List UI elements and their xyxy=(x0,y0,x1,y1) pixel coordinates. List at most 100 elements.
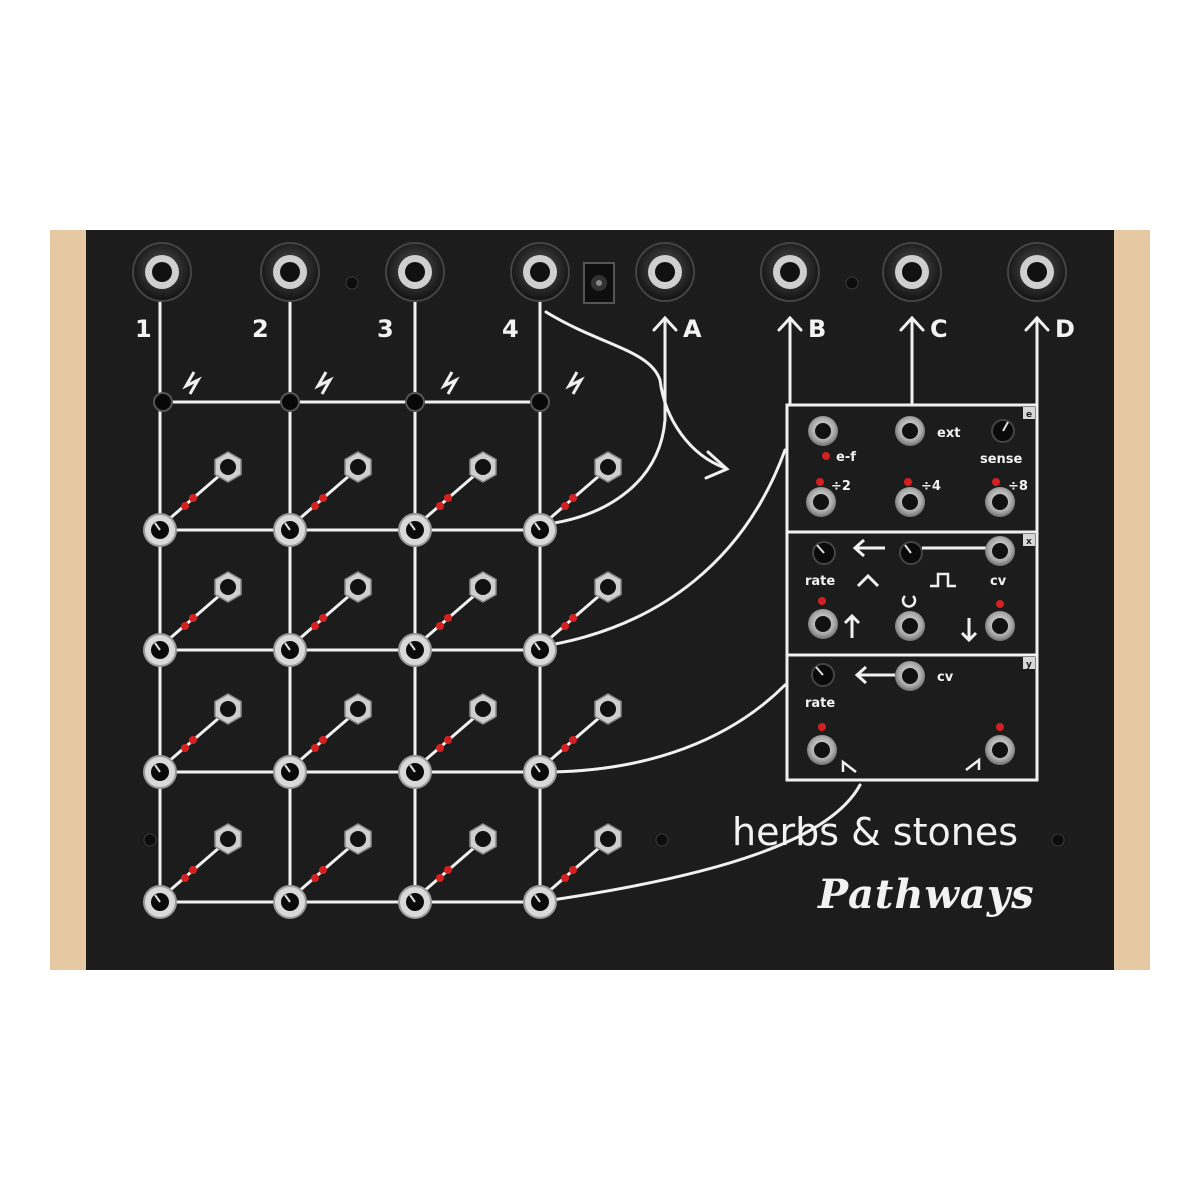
wood-cheek-left xyxy=(50,230,90,970)
div8-jack[interactable] xyxy=(985,487,1015,517)
input-jack-1[interactable] xyxy=(132,242,192,302)
y-cv-jack[interactable] xyxy=(895,661,925,691)
section-y-box xyxy=(785,653,1039,782)
x-rate-knob[interactable] xyxy=(812,541,836,565)
output-label-d: D xyxy=(1055,315,1075,343)
bolt-icon xyxy=(565,371,585,395)
matrix-attenuator-knob[interactable] xyxy=(273,513,307,547)
matrix-cv-jack[interactable] xyxy=(594,451,622,483)
div4-label: ÷4 xyxy=(921,479,941,494)
matrix-led xyxy=(444,494,452,502)
matrix-cell-r1-c3 xyxy=(398,451,497,547)
bolt-icon xyxy=(440,371,460,395)
matrix-attenuator-knob[interactable] xyxy=(523,513,557,547)
output-jack-d[interactable] xyxy=(1007,242,1067,302)
matrix-attenuator-knob[interactable] xyxy=(143,755,177,789)
matrix-led xyxy=(444,866,452,874)
matrix-led xyxy=(189,614,197,622)
matrix-attenuator-knob[interactable] xyxy=(143,633,177,667)
input-jack-4[interactable] xyxy=(510,242,570,302)
matrix-cv-jack[interactable] xyxy=(344,823,372,855)
power-jack[interactable] xyxy=(583,262,615,304)
matrix-cv-jack[interactable] xyxy=(469,693,497,725)
y-rise-jack[interactable] xyxy=(807,735,837,765)
bolt-icon xyxy=(182,371,202,395)
ef-led xyxy=(822,452,830,460)
x-cv-jack[interactable] xyxy=(985,536,1015,566)
matrix-cv-jack[interactable] xyxy=(214,693,242,725)
matrix-attenuator-knob[interactable] xyxy=(523,885,557,919)
matrix-cv-jack[interactable] xyxy=(594,693,622,725)
rise-envelope-icon xyxy=(841,759,857,773)
matrix-cell-r1-c1 xyxy=(143,451,242,547)
matrix-led xyxy=(181,622,189,630)
matrix-attenuator-knob[interactable] xyxy=(273,633,307,667)
output-jack-a[interactable] xyxy=(635,242,695,302)
section-y-tag-text: y xyxy=(1026,660,1032,670)
sense-knob[interactable] xyxy=(991,419,1015,443)
x-cycle-jack[interactable] xyxy=(895,611,925,641)
matrix-cv-jack[interactable] xyxy=(469,571,497,603)
y-fall-led xyxy=(996,723,1004,731)
matrix-attenuator-knob[interactable] xyxy=(523,755,557,789)
y-rise-led xyxy=(818,723,826,731)
x-rate-label: rate xyxy=(805,574,835,589)
matrix-led xyxy=(561,744,569,752)
matrix-cv-jack[interactable] xyxy=(469,823,497,855)
x-cv-label: cv xyxy=(990,574,1007,589)
panel-screw xyxy=(1051,833,1065,847)
input-jack-3[interactable] xyxy=(385,242,445,302)
matrix-cv-jack[interactable] xyxy=(214,451,242,483)
left-arrow-icon xyxy=(854,665,895,685)
x-up-jack[interactable] xyxy=(808,609,838,639)
y-rate-knob[interactable] xyxy=(811,663,835,687)
input-label-2: 2 xyxy=(252,315,269,343)
matrix-attenuator-knob[interactable] xyxy=(398,755,432,789)
matrix-attenuator-knob[interactable] xyxy=(398,513,432,547)
matrix-cell-r4-c3 xyxy=(398,823,497,919)
matrix-cv-jack[interactable] xyxy=(214,571,242,603)
matrix-attenuator-knob[interactable] xyxy=(143,513,177,547)
y-fall-jack[interactable] xyxy=(985,735,1015,765)
section-e-in-jack[interactable] xyxy=(808,416,838,446)
div4-led xyxy=(904,478,912,486)
bus-button-3[interactable] xyxy=(405,392,425,412)
matrix-cv-jack[interactable] xyxy=(344,451,372,483)
div2-jack[interactable] xyxy=(806,487,836,517)
matrix-attenuator-knob[interactable] xyxy=(273,885,307,919)
x-shape-knob[interactable] xyxy=(899,541,923,565)
matrix-attenuator-knob[interactable] xyxy=(523,633,557,667)
output-jack-b[interactable] xyxy=(760,242,820,302)
bus-button-4[interactable] xyxy=(530,392,550,412)
bus-button-1[interactable] xyxy=(153,392,173,412)
div4-jack[interactable] xyxy=(895,487,925,517)
matrix-led xyxy=(319,736,327,744)
panel-screw xyxy=(845,276,859,290)
matrix-attenuator-knob[interactable] xyxy=(398,633,432,667)
matrix-cv-jack[interactable] xyxy=(469,451,497,483)
ext-label: ext xyxy=(937,426,960,441)
section-e-tag xyxy=(1023,407,1035,419)
matrix-led xyxy=(311,502,319,510)
matrix-attenuator-knob[interactable] xyxy=(273,755,307,789)
section-e-ext-jack[interactable] xyxy=(895,416,925,446)
matrix-attenuator-knob[interactable] xyxy=(398,885,432,919)
matrix-cv-jack[interactable] xyxy=(594,571,622,603)
matrix-cell-r3-c2 xyxy=(273,693,372,789)
input-label-4: 4 xyxy=(502,315,519,343)
x-down-jack[interactable] xyxy=(985,611,1015,641)
bus-button-2[interactable] xyxy=(280,392,300,412)
matrix-cv-jack[interactable] xyxy=(344,571,372,603)
div8-label: ÷8 xyxy=(1008,479,1028,494)
x-up-led xyxy=(818,597,826,605)
matrix-led xyxy=(569,494,577,502)
matrix-cv-jack[interactable] xyxy=(594,823,622,855)
output-jack-c[interactable] xyxy=(882,242,942,302)
matrix-cell-r2-c1 xyxy=(143,571,242,667)
matrix-led xyxy=(189,494,197,502)
matrix-cv-jack[interactable] xyxy=(214,823,242,855)
input-jack-2[interactable] xyxy=(260,242,320,302)
matrix-attenuator-knob[interactable] xyxy=(143,885,177,919)
matrix-cell-r1-c4 xyxy=(523,451,622,547)
matrix-cv-jack[interactable] xyxy=(344,693,372,725)
